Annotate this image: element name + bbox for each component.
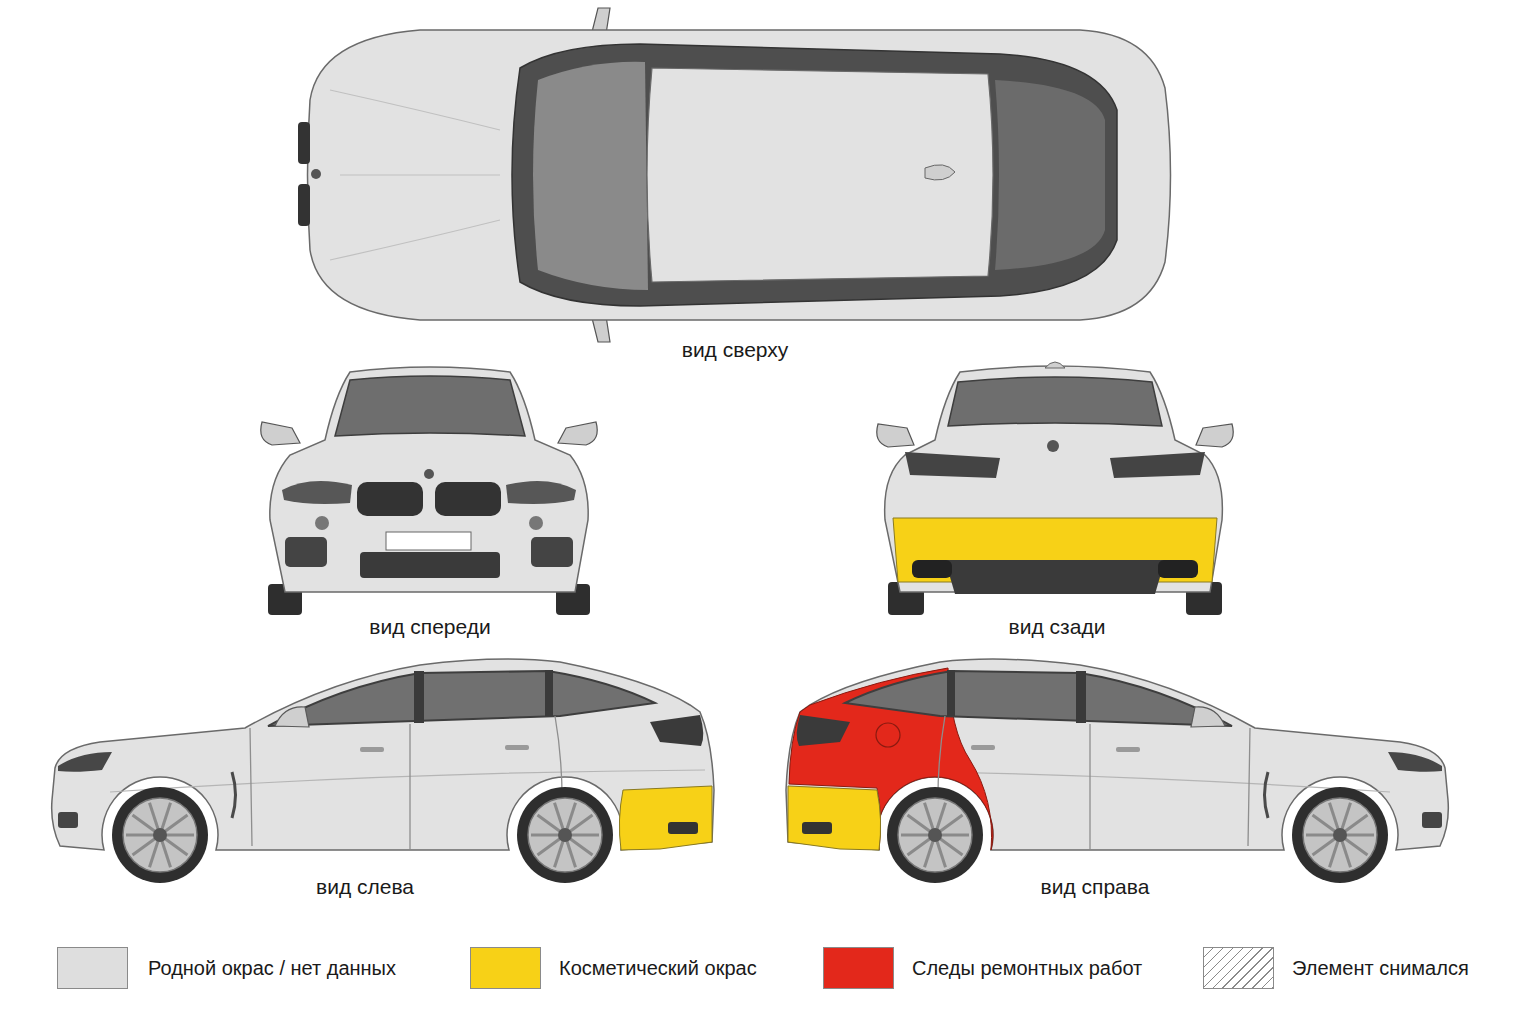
left-view-part [619, 786, 712, 850]
top-view-part [533, 62, 648, 290]
front-view-part [529, 516, 543, 530]
legend-swatch [470, 947, 541, 989]
top-view-part [995, 80, 1105, 270]
right-view-part [797, 670, 1442, 883]
rear-view-part [1110, 452, 1205, 478]
top-view-part [298, 122, 310, 164]
hatched-swatch [1203, 947, 1274, 989]
legend-text: Элемент снимался [1292, 955, 1469, 981]
right-view [786, 659, 1448, 883]
view-caption: вид справа [1041, 874, 1150, 900]
front-view-part [558, 422, 597, 445]
rear-view-part [1158, 560, 1198, 578]
front-view-part [360, 552, 500, 578]
rear-view-part [905, 452, 1000, 478]
front-view-part [506, 481, 576, 504]
legend-text: Следы ремонтных работ [912, 955, 1142, 981]
legend-swatch [57, 947, 128, 989]
front-view-part [435, 482, 501, 516]
front-view-part [261, 422, 300, 445]
view-caption: вид слева [316, 874, 414, 900]
top-view-part [298, 184, 310, 226]
view-caption: вид сверху [682, 337, 789, 363]
front-view-part [424, 469, 434, 479]
rear-view-part [945, 560, 1165, 594]
left-view-part [58, 670, 703, 883]
view-caption: вид спереди [369, 614, 490, 640]
rear-view-part [948, 377, 1162, 426]
front-view-part [270, 367, 588, 592]
rear-view-part [912, 560, 952, 578]
rear-view-part [1196, 424, 1233, 447]
top-view-part [308, 30, 1171, 320]
legend-swatch [823, 947, 894, 989]
front-view-part [335, 376, 525, 436]
right-view-part [788, 786, 881, 850]
rear-view-part [885, 366, 1223, 592]
rear-view-part [877, 424, 914, 447]
front-view-part [531, 537, 573, 567]
top-view-part [512, 44, 1117, 306]
rear-view [877, 362, 1234, 615]
view-caption: вид сзади [1009, 614, 1106, 640]
rear-view-part [1045, 362, 1065, 368]
legend-text: Родной окрас / нет данных [148, 955, 396, 981]
left-view-part [668, 822, 698, 834]
front-view-part [386, 532, 471, 550]
legend-text: Косметический окрас [559, 955, 757, 981]
top-view-part [330, 90, 500, 260]
front-view-part [282, 481, 352, 504]
top-view-part [925, 165, 955, 180]
front-view [261, 367, 598, 615]
top-view-part [311, 169, 321, 179]
top-view-part [647, 68, 993, 282]
front-view-part [357, 482, 423, 516]
right-view-part [802, 822, 832, 834]
rear-view-part [1047, 440, 1059, 452]
front-view-part [285, 537, 327, 567]
top-view [298, 8, 1171, 342]
front-view-part [315, 516, 329, 530]
left-view [52, 659, 714, 883]
right-view-part [876, 723, 900, 747]
